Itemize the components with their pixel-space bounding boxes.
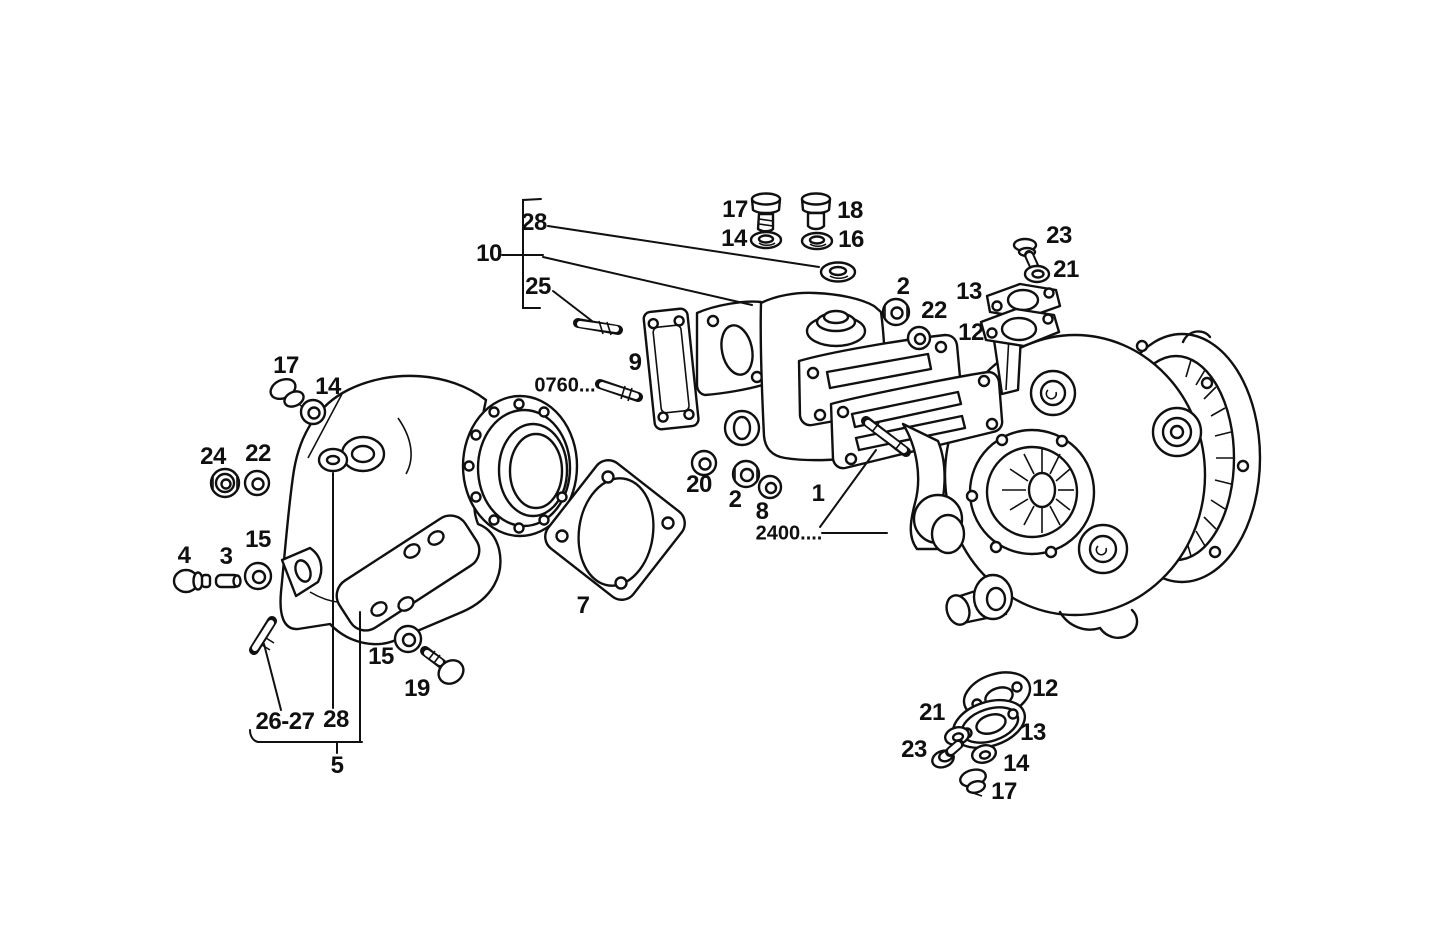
callout-7: 7 [576,592,590,619]
housing-bosses [1029,369,1203,575]
stud-0760 [595,379,643,402]
callout-0760: 0760... [534,374,596,397]
callout-23-top: 23 [1046,222,1072,249]
callout-19: 19 [404,675,430,702]
callout-13-bottom: 13 [1020,719,1046,746]
bolt-23-top [1012,237,1039,271]
washer-21-top [1023,264,1051,284]
washer-22-top [906,325,932,351]
nut-20 [690,449,718,477]
plug-18 [800,192,832,231]
stud-26-27 [249,616,277,655]
flange-13-top [985,282,1062,320]
nut-2-top [881,297,911,327]
washer-22-left [243,469,271,497]
callout-15-bottom: 15 [368,643,394,670]
callout-12-bottom: 12 [1032,675,1058,702]
plug-4 [172,568,212,594]
washer-15-bottom [393,624,423,654]
callout-18: 18 [837,197,863,224]
nut-8 [757,474,783,500]
callout-14-bottom: 14 [1003,750,1029,777]
ring-bolt-tabs [1135,330,1250,559]
bolt-19 [420,646,465,685]
nut-24 [209,467,241,499]
callout-25: 25 [525,273,551,300]
leader-lines [249,198,888,754]
support-arm [901,422,966,555]
callout-12-top: 12 [958,319,984,346]
plug-17-bottom [959,768,987,797]
washer-14-top [749,230,783,250]
elbow-flange [461,394,579,538]
callout-24: 24 [200,443,226,470]
callout-14-left: 14 [315,373,341,400]
bolt-23-bottom [931,739,964,769]
callout-2-mid: 2 [728,486,742,513]
nut-2-mid [731,459,761,489]
callout-21-top: 21 [1053,256,1079,283]
washer-16 [800,231,834,251]
callout-17-top: 17 [722,196,748,223]
center-housing-assembly [642,291,1004,555]
callout-16: 16 [838,226,864,253]
washer-28-target [819,261,857,283]
drain-stub [945,573,1014,626]
dome-washer [822,309,850,325]
callout-13-top: 13 [956,278,982,305]
washer-14-bottom [971,744,997,764]
washer-15-left [243,561,273,591]
stud-25 [573,318,623,336]
callout-8: 8 [755,498,769,525]
turbine-housing [943,329,1262,640]
callout-23-bottom: 23 [901,736,927,763]
callout-22-left: 22 [245,440,271,467]
flange-12-top [979,307,1061,348]
callout-9: 9 [628,349,642,376]
exhaust-elbow [279,374,579,646]
callout-21-bottom: 21 [919,699,945,726]
callout-15-left: 15 [245,526,271,553]
callout-26-27: 26-27 [255,708,315,735]
flange-13-bottom [951,698,1027,750]
callout-2400: 2400.... [755,522,823,545]
callout-5: 5 [330,752,344,779]
gasket-7 [544,459,686,601]
callout-20: 20 [686,471,712,498]
washer-14-left [299,398,327,426]
callout-4: 4 [177,542,191,569]
washer-21-bottom [944,726,970,746]
callout-28-top: 28 [521,209,547,236]
callout-2-top: 2 [896,273,910,300]
elbow-bracket [335,514,481,632]
callout-14-top: 14 [721,225,747,252]
callout-28-bottom: 28 [323,706,349,733]
callout-17-left: 17 [273,352,299,379]
callout-10: 10 [476,240,502,267]
sleeve-3 [214,573,242,589]
callout-17-bottom: 17 [991,778,1017,805]
stud-plate [861,416,911,457]
plug-17-top [750,192,782,233]
impeller-wheel [1002,448,1074,533]
callout-22-top: 22 [921,297,947,324]
callout-3: 3 [219,543,233,570]
adapter-plate-9 [642,307,700,431]
callout-1: 1 [811,480,825,507]
